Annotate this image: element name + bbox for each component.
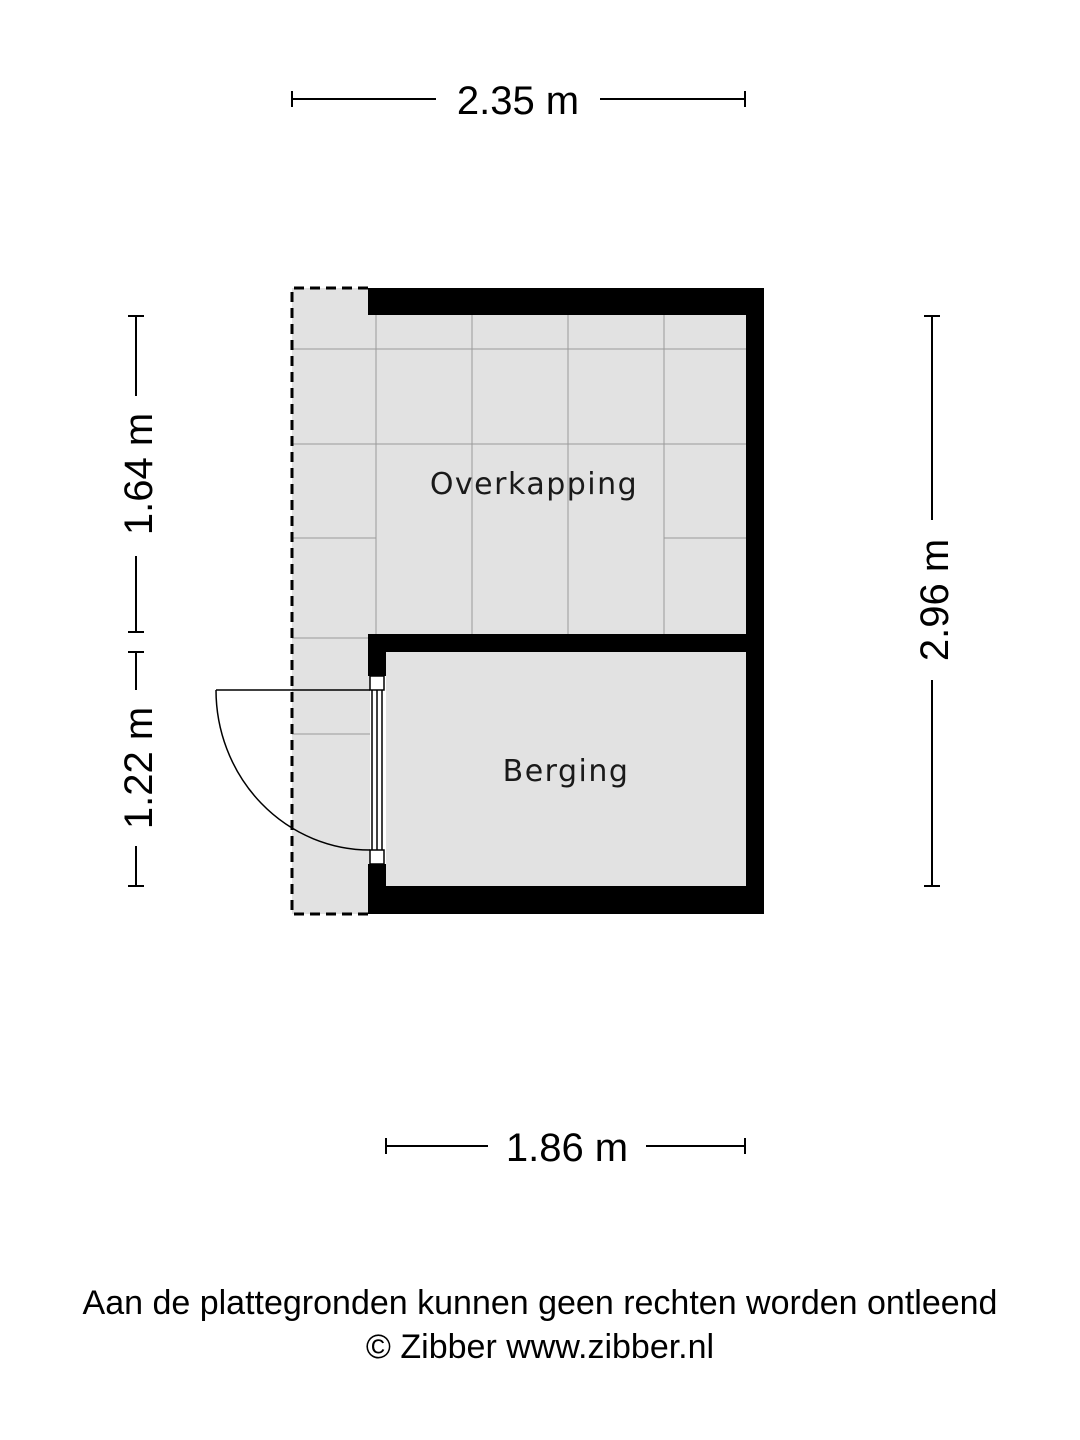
dimension-bottom [385, 1138, 746, 1154]
tile-grid [292, 315, 746, 735]
disclaimer-text: Aan de plattegronden kunnen geen rechten… [82, 1284, 998, 1322]
wall-left-lower [368, 864, 386, 914]
dimension-bottom-label: 1.86 m [506, 1126, 628, 1170]
storage-floor [386, 652, 746, 886]
dimension-left-upper-label: 1.64 m [117, 413, 161, 535]
wall-right [746, 288, 764, 914]
wall-top [368, 288, 764, 315]
dimension-left [128, 315, 144, 887]
wall-bottom [368, 886, 764, 914]
dimension-right [924, 315, 940, 887]
wall-left-upper [368, 634, 386, 676]
dimension-top [291, 91, 746, 107]
room-label-overkapping: Overkapping [430, 467, 638, 502]
entrance-strip-floor [292, 634, 370, 914]
covered-area-floor [292, 288, 764, 634]
dimension-left-lower-label: 1.22 m [117, 707, 161, 829]
door-swing [215, 689, 371, 851]
walls [368, 288, 764, 914]
dimension-right-label: 2.96 m [913, 539, 957, 661]
dimension-top-label: 2.35 m [457, 79, 579, 123]
copyright-text: © Zibber www.zibber.nl [365, 1328, 715, 1366]
wall-interior [368, 634, 746, 652]
room-label-berging: Berging [503, 754, 630, 789]
door-frame [369, 675, 385, 865]
covered-area-outline [290, 286, 368, 916]
